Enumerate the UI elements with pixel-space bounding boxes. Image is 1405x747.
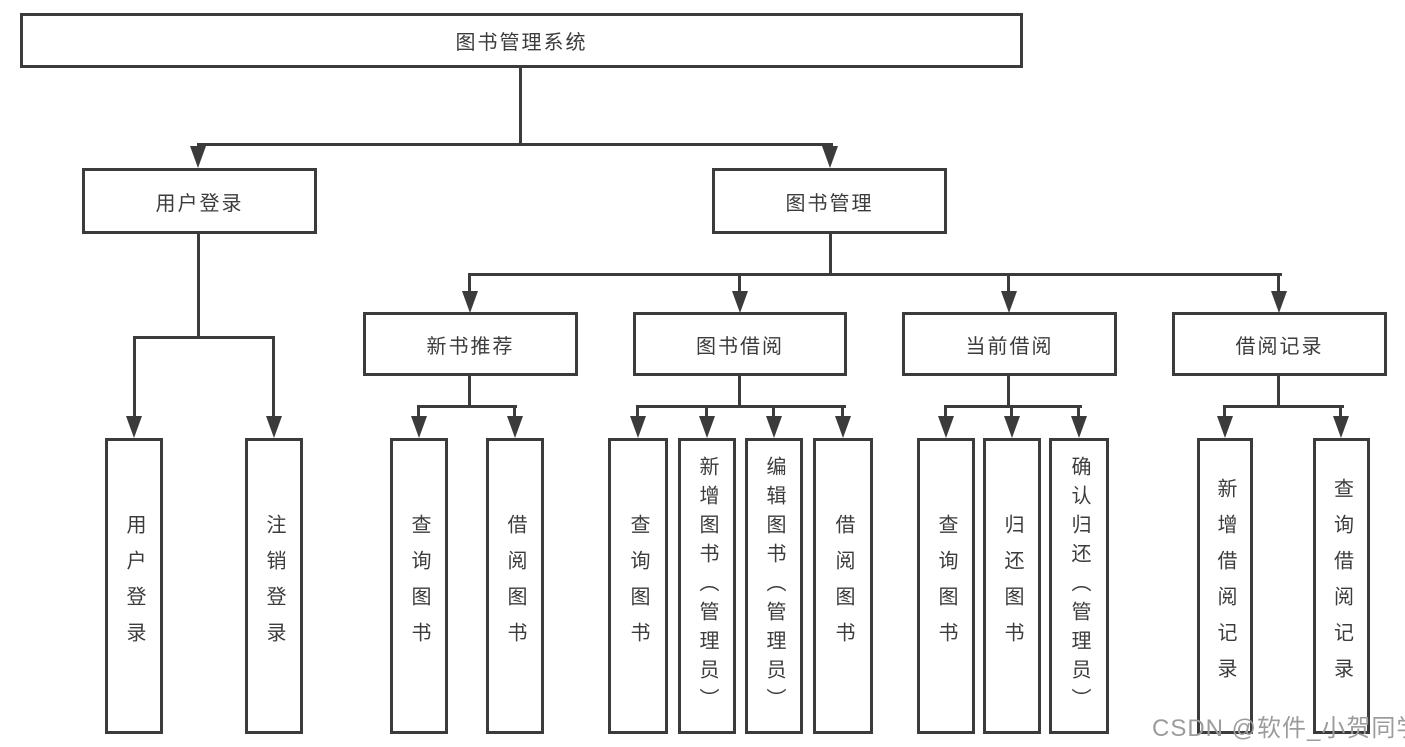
connector-vline <box>519 68 522 144</box>
connector-vline <box>1010 405 1013 418</box>
node-label: 查询借阅记录 <box>1330 478 1353 694</box>
node-leaf-query-books-2: 查询图书 <box>608 438 668 734</box>
connector-vline <box>1007 376 1010 407</box>
node-leaf-user-login: 用户登录 <box>105 438 163 734</box>
arrowhead-icon <box>1004 416 1020 438</box>
node-label: 查询图书 <box>935 514 957 658</box>
connector-vline <box>1339 405 1342 418</box>
node-label: 查询图书 <box>627 514 649 658</box>
node-leaf-return-books: 归还图书 <box>983 438 1041 734</box>
arrowhead-icon <box>1001 291 1017 313</box>
node-book-borrow: 图书借阅 <box>633 312 847 376</box>
connector-vline <box>738 273 741 293</box>
node-label: 注销登录 <box>263 514 285 658</box>
connector-hline <box>197 143 833 146</box>
arrowhead-icon <box>1071 416 1087 438</box>
node-leaf-logout: 注销登录 <box>245 438 303 734</box>
node-leaf-borrow-books-1: 借阅图书 <box>486 438 544 734</box>
connector-hline <box>636 405 846 408</box>
node-root-system: 图书管理系统 <box>20 13 1023 68</box>
arrowhead-icon <box>266 416 282 438</box>
arrowhead-icon <box>1333 416 1349 438</box>
connector-vline <box>417 405 420 418</box>
connector-hline <box>468 273 1282 276</box>
connector-vline <box>133 336 136 416</box>
arrowhead-icon <box>938 416 954 438</box>
arrowhead-icon <box>462 291 478 313</box>
connector-vline <box>829 232 832 276</box>
arrowhead-icon <box>822 146 838 168</box>
connector-vline <box>841 405 844 418</box>
node-book-management: 图书管理 <box>712 168 947 234</box>
connector-hline <box>1223 405 1344 408</box>
node-leaf-edit-book-admin: 编辑图书（管理员） <box>745 438 803 734</box>
arrowhead-icon <box>835 416 851 438</box>
connector-vline <box>197 233 200 337</box>
node-leaf-confirm-return-admin: 确认归还（管理员） <box>1049 438 1109 734</box>
arrowhead-icon <box>190 146 206 168</box>
connector-vline <box>772 405 775 418</box>
node-current-borrow: 当前借阅 <box>902 312 1117 376</box>
node-label: 查询图书 <box>408 514 430 658</box>
node-leaf-query-books-1: 查询图书 <box>390 438 448 734</box>
connector-vline <box>1077 405 1080 418</box>
connector-vline <box>513 405 516 418</box>
arrowhead-icon <box>411 416 427 438</box>
node-label: 归还图书 <box>1001 514 1023 658</box>
watermark: CSDN @软件_小贺同学 <box>1152 715 1405 742</box>
arrowhead-icon <box>507 416 523 438</box>
connector-hline <box>417 405 517 408</box>
connector-vline <box>636 405 639 418</box>
connector-vline <box>738 376 741 407</box>
arrowhead-icon <box>699 416 715 438</box>
connector-vline <box>272 336 275 416</box>
node-label: 新增图书（管理员） <box>696 455 718 717</box>
arrowhead-icon <box>732 291 748 313</box>
node-label: 确认归还（管理员） <box>1068 455 1090 717</box>
node-new-book-recommend: 新书推荐 <box>363 312 578 376</box>
node-leaf-query-borrow-record: 查询借阅记录 <box>1313 438 1370 734</box>
node-label: 当前借阅 <box>965 335 1054 358</box>
node-label: 借阅图书 <box>504 514 526 658</box>
node-label: 新书推荐 <box>426 335 515 358</box>
node-label: 图书管理 <box>785 192 874 215</box>
node-user-login: 用户登录 <box>82 168 317 234</box>
arrowhead-icon <box>126 416 142 438</box>
node-leaf-query-books-3: 查询图书 <box>917 438 975 734</box>
node-leaf-add-borrow-record: 新增借阅记录 <box>1197 438 1253 734</box>
node-leaf-add-book-admin: 新增图书（管理员） <box>678 438 736 734</box>
connector-vline <box>1277 273 1280 293</box>
node-label: 借阅图书 <box>832 514 854 658</box>
connector-vline <box>468 376 471 407</box>
node-label: 图书管理系统 <box>455 32 588 54</box>
arrowhead-icon <box>1217 416 1233 438</box>
node-label: 图书借阅 <box>696 335 784 358</box>
connector-vline <box>468 273 471 293</box>
connector-vline <box>1223 405 1226 418</box>
node-label: 借阅记录 <box>1235 335 1324 358</box>
node-borrow-records: 借阅记录 <box>1172 312 1387 376</box>
arrowhead-icon <box>1271 291 1287 313</box>
node-label: 新增借阅记录 <box>1214 478 1236 694</box>
node-leaf-borrow-books-2: 借阅图书 <box>813 438 873 734</box>
arrowhead-icon <box>630 416 646 438</box>
connector-vline <box>705 405 708 418</box>
connector-hline <box>944 405 1082 408</box>
connector-hline <box>133 336 275 339</box>
arrowhead-icon <box>766 416 782 438</box>
node-label: 用户登录 <box>155 192 244 215</box>
connector-vline <box>1277 376 1280 407</box>
connector-vline <box>1007 273 1010 293</box>
node-label: 用户登录 <box>123 514 145 658</box>
node-label: 编辑图书（管理员） <box>763 455 785 717</box>
connector-vline <box>944 405 947 418</box>
